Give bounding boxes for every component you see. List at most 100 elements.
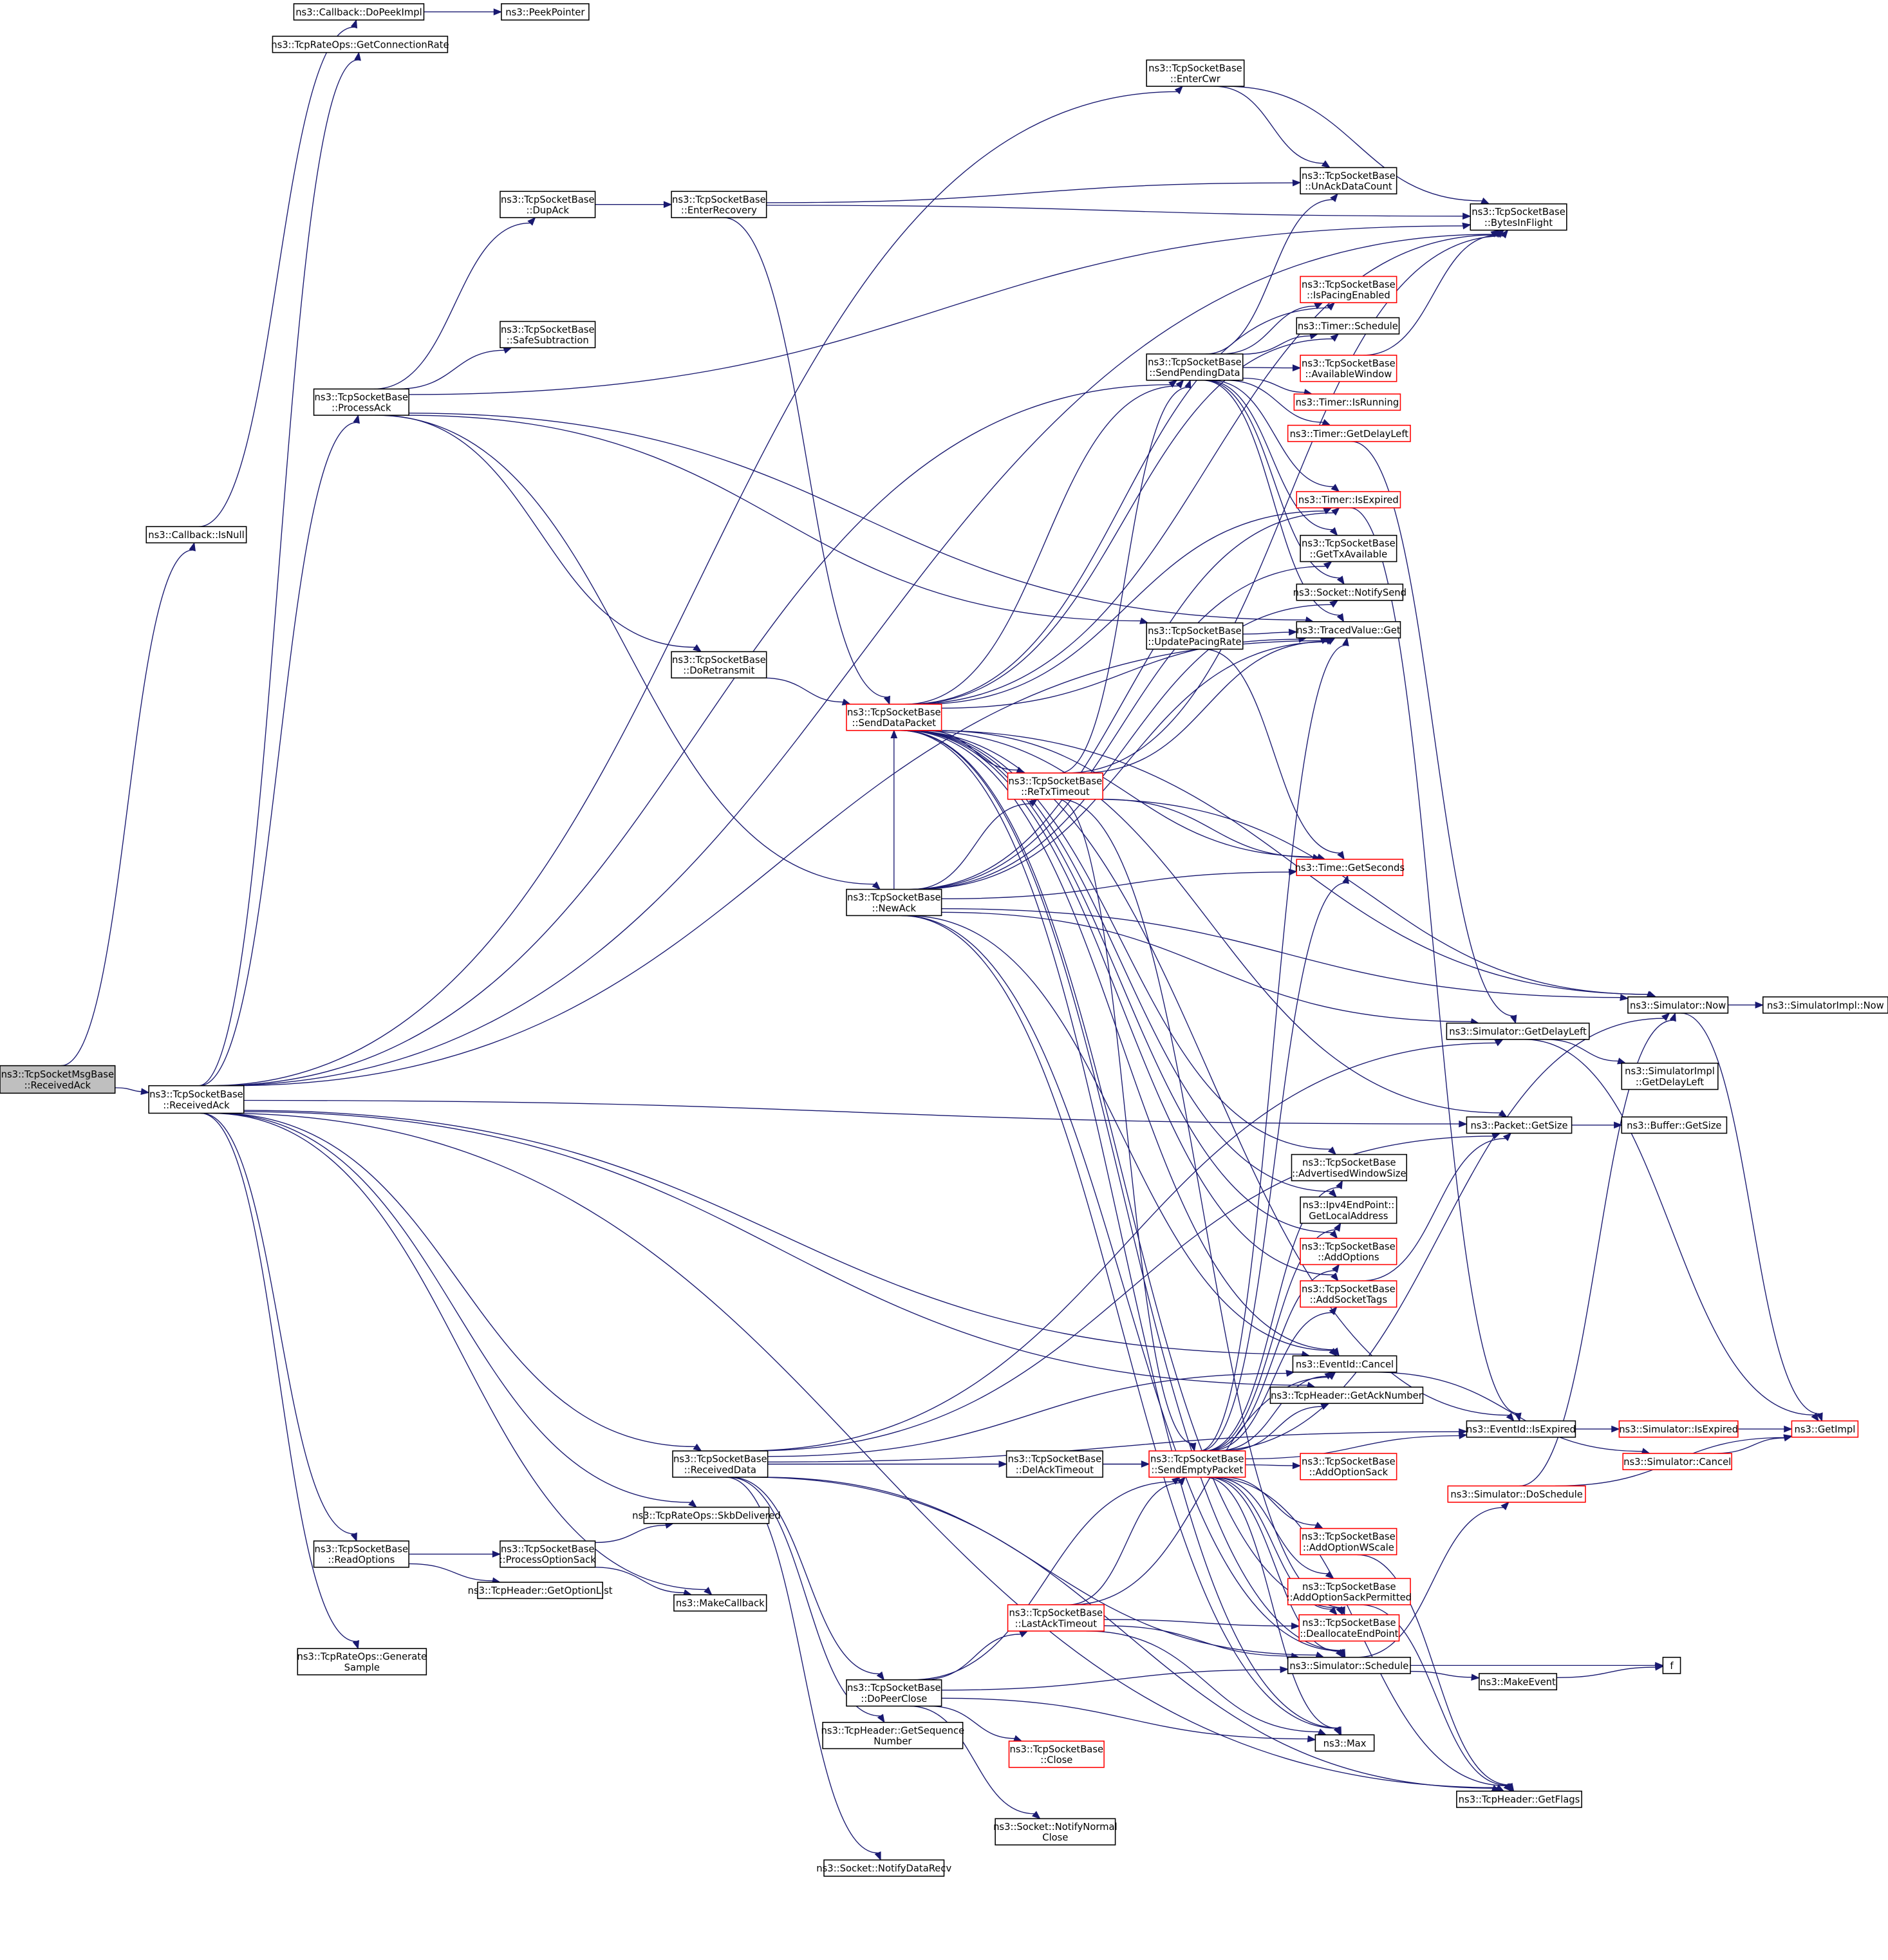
node-box — [1005, 1450, 1103, 1478]
node-simNow[interactable]: ns3::Simulator::Now — [1627, 996, 1729, 1014]
node-timeGetSeconds[interactable]: ns3::Time::GetSeconds — [1294, 859, 1405, 877]
node-getOptionList[interactable]: ns3::TcpHeader::GetOptionList — [468, 1582, 613, 1600]
node-label: Close — [1042, 1833, 1068, 1843]
node-doPeekImpl[interactable]: ns3::Callback::DoPeekImpl — [293, 3, 425, 21]
node-sendPending[interactable]: ns3::TcpSocketBase::SendPendingData — [1146, 353, 1244, 381]
node-isNull[interactable]: ns3::Callback::IsNull — [145, 526, 247, 544]
node-eventIsExpired[interactable]: ns3::EventId::IsExpired — [1466, 1420, 1576, 1438]
node-doPeerClose[interactable]: ns3::TcpSocketBase::DoPeerClose — [846, 1679, 942, 1707]
edge-sendEmpty-to-simSchedule — [1207, 1477, 1339, 1652]
node-timerGetDelayLeft[interactable]: ns3::Timer::GetDelayLeft — [1287, 424, 1411, 442]
node-getAckNum[interactable]: ns3::TcpHeader::GetAckNumber — [1269, 1386, 1424, 1405]
arrowhead-icon — [1500, 229, 1509, 239]
node-simImplGetDelayLeft[interactable]: ns3::SimulatorImpl::GetDelayLeft — [1621, 1062, 1719, 1090]
arrowhead-icon — [1614, 1121, 1623, 1129]
node-receivedAck[interactable]: ns3::TcpSocketBase::ReceivedAck — [148, 1085, 245, 1114]
node-peekPointer[interactable]: ns3::PeekPointer — [501, 3, 590, 21]
node-packetGetSize[interactable]: ns3::Packet::GetSize — [1466, 1116, 1573, 1134]
edge-processAck-to-tracedGet — [409, 413, 1306, 621]
arrowhead-icon — [352, 1639, 360, 1650]
node-delAckTimeout[interactable]: ns3::TcpSocketBase::DelAckTimeout — [1005, 1450, 1103, 1478]
node-sendEmpty[interactable]: ns3::TcpSocketBase::SendEmptyPacket — [1148, 1450, 1246, 1478]
node-msgbase[interactable]: ns3::TcpSocketMsgBase::ReceivedAck — [0, 1065, 116, 1094]
node-deallocate[interactable]: ns3::TcpSocketBase::DeallocateEndPoint — [1298, 1614, 1400, 1642]
node-f[interactable]: f — [1662, 1656, 1681, 1674]
node-unAckDataCount[interactable]: ns3::TcpSocketBase::UnAckDataCount — [1300, 167, 1397, 194]
node-isPacingEnabled[interactable]: ns3::TcpSocketBase::IsPacingEnabled — [1300, 275, 1397, 304]
edge-availWindow-to-bytesInFlight — [1363, 234, 1499, 356]
node-availWindow[interactable]: ns3::TcpSocketBase::AvailableWindow — [1300, 355, 1397, 382]
node-updatePacing[interactable]: ns3::TcpSocketBase::UpdatePacingRate — [1146, 622, 1244, 650]
arrowhead-icon — [1291, 1622, 1300, 1630]
arrowhead-icon — [1325, 1571, 1334, 1580]
node-getImpl[interactable]: ns3::GetImpl — [1791, 1420, 1859, 1438]
node-timerSchedule[interactable]: ns3::Timer::Schedule — [1296, 317, 1400, 335]
node-dupAck[interactable]: ns3::TcpSocketBase::DupAck — [500, 191, 596, 218]
node-advWin[interactable]: ns3::TcpSocketBase::AdvertisedWindowSize — [1291, 1153, 1407, 1182]
edge-layer — [61, 8, 1823, 1861]
arrowhead-icon — [1329, 1306, 1338, 1316]
arrowhead-icon — [1329, 1607, 1338, 1616]
arrowhead-icon — [1331, 1272, 1339, 1282]
node-addOptionWScale[interactable]: ns3::TcpSocketBase::AddOptionWScale — [1300, 1527, 1397, 1556]
node-addOptionSackPerm[interactable]: ns3::TcpSocketBase::AddOptionSackPermitt… — [1287, 1578, 1412, 1605]
node-sendDataPacket[interactable]: ns3::TcpSocketBase::SendDataPacket — [846, 704, 942, 731]
node-ipv4[interactable]: ns3::Ipv4EndPoint::GetLocalAddress — [1300, 1196, 1397, 1224]
node-timerIsRunning[interactable]: ns3::Timer::IsRunning — [1293, 393, 1401, 411]
node-processOptionSack[interactable]: ns3::TcpSocketBase::ProcessOptionSack — [500, 1540, 597, 1568]
node-getConnRate[interactable]: ns3::TcpRateOps::GetConnectionRate — [271, 35, 449, 53]
arrowhead-icon — [1331, 507, 1340, 516]
node-addOptions[interactable]: ns3::TcpSocketBase::AddOptions — [1300, 1237, 1397, 1265]
node-timerIsExpired[interactable]: ns3::Timer::IsExpired — [1296, 490, 1401, 509]
arrowhead-icon — [1458, 1432, 1468, 1439]
node-enterRecovery[interactable]: ns3::TcpSocketBase::EnterRecovery — [671, 191, 767, 218]
node-doRetransmit[interactable]: ns3::TcpSocketBase::DoRetransmit — [671, 651, 767, 678]
node-processAck[interactable]: ns3::TcpSocketBase::ProcessAck — [313, 388, 409, 416]
arrowhead-icon — [1611, 1425, 1620, 1433]
node-enterCwr[interactable]: ns3::TcpSocketBase::EnterCwr — [1146, 59, 1245, 87]
node-retx[interactable]: ns3::TcpSocketBase::ReTxTimeout — [1007, 772, 1103, 800]
node-bufferGetSize[interactable]: ns3::Buffer::GetSize — [1621, 1116, 1728, 1134]
node-getTxAvail[interactable]: ns3::TcpSocketBase::GetTxAvailable — [1300, 534, 1397, 563]
node-getFlags[interactable]: ns3::TcpHeader::GetFlags — [1456, 1790, 1582, 1808]
node-safeSub[interactable]: ns3::TcpSocketBase::SafeSubtraction — [500, 321, 596, 348]
edge-sendDataPacket-to-advWin — [907, 730, 1331, 1150]
node-notifyDataRecv[interactable]: ns3::Socket::NotifyDataRecv — [816, 1859, 951, 1877]
node-close[interactable]: ns3::TcpSocketBase::Close — [1008, 1741, 1105, 1768]
node-simImplNow[interactable]: ns3::SimulatorImpl::Now — [1762, 996, 1888, 1014]
node-addSocketTags[interactable]: ns3::TcpSocketBase::AddSocketTags — [1300, 1280, 1397, 1308]
node-label: ::BytesInFlight — [1484, 218, 1553, 229]
node-notifySend[interactable]: ns3::Socket::NotifySend — [1293, 583, 1407, 601]
node-makeCallback[interactable]: ns3::MakeCallback — [673, 1594, 767, 1612]
node-makeEvent[interactable]: ns3::MakeEvent — [1479, 1673, 1558, 1691]
node-box — [1618, 1420, 1739, 1438]
node-newAck[interactable]: ns3::TcpSocketBase::NewAck — [846, 888, 942, 917]
node-label: GetLocalAddress — [1309, 1211, 1388, 1222]
arrowhead-icon — [1335, 1648, 1344, 1658]
node-max[interactable]: ns3::Max — [1314, 1734, 1375, 1752]
node-simIsExpired[interactable]: ns3::Simulator::IsExpired — [1618, 1420, 1739, 1438]
node-bytesInFlight[interactable]: ns3::TcpSocketBase::BytesInFlight — [1470, 203, 1567, 231]
node-simDoSchedule[interactable]: ns3::Simulator::DoSchedule — [1447, 1485, 1586, 1503]
node-eventCancel[interactable]: ns3::EventId::Cancel — [1292, 1355, 1397, 1373]
node-simSchedule[interactable]: ns3::Simulator::Schedule — [1287, 1656, 1411, 1674]
arrowhead-icon — [1459, 1120, 1468, 1128]
node-simCancel[interactable]: ns3::Simulator::Cancel — [1622, 1453, 1732, 1471]
node-tracedGet[interactable]: ns3::TracedValue::Get — [1296, 621, 1401, 639]
node-label: ::EnterRecovery — [681, 205, 757, 216]
edge-doPeerClose-to-notifyNormalClose — [909, 1705, 1034, 1815]
node-simGetDelayLeft[interactable]: ns3::Simulator::GetDelayLeft — [1446, 1022, 1590, 1040]
node-readOptions[interactable]: ns3::TcpSocketBase::ReadOptions — [313, 1540, 409, 1568]
arrowhead-icon — [527, 217, 536, 226]
node-addOptionSack[interactable]: ns3::TcpSocketBase::AddOptionSack — [1300, 1453, 1397, 1480]
node-label: ns3::TcpSocketBase — [672, 655, 766, 666]
node-label: ns3::EventId::Cancel — [1296, 1359, 1394, 1370]
node-box — [1300, 1453, 1397, 1480]
node-receivedData[interactable]: ns3::TcpSocketBase::ReceivedData — [672, 1450, 769, 1478]
node-skbDelivered[interactable]: ns3::TcpRateOps::SkbDelivered — [632, 1506, 781, 1524]
arrowhead-icon — [1755, 1001, 1764, 1009]
node-lastAckTimeout[interactable]: ns3::TcpSocketBase::LastAckTimeout — [1007, 1604, 1105, 1632]
